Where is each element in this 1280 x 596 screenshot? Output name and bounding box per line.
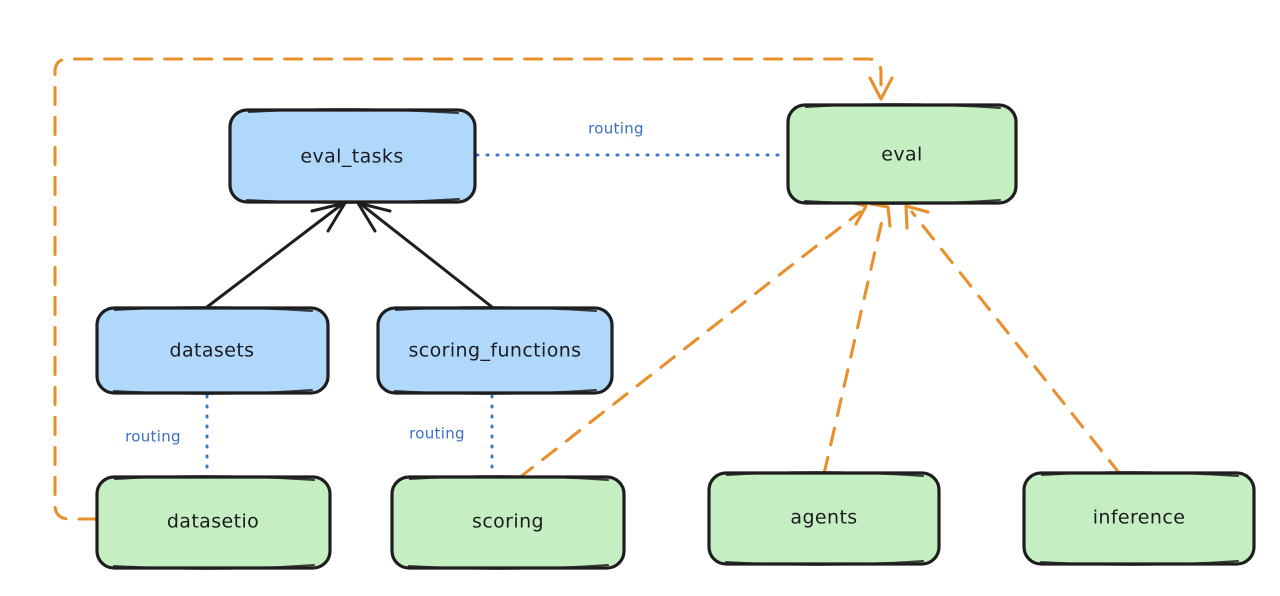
edge-inference-eval <box>904 204 1122 476</box>
node-label-scoring_functions: scoring_functions <box>409 340 582 362</box>
node-label-scoring: scoring <box>472 511 544 533</box>
node-eval_tasks[interactable]: eval_tasks <box>228 108 477 204</box>
node-label-agents: agents <box>790 507 857 529</box>
node-label-eval_tasks: eval_tasks <box>300 146 403 168</box>
edge-label-routing-scoring-functions: routing <box>409 425 465 443</box>
node-scoring_functions[interactable]: scoring_functions <box>376 306 614 395</box>
node-scoring[interactable]: scoring <box>390 475 626 570</box>
node-eval[interactable]: eval <box>786 103 1018 205</box>
node-datasets[interactable]: datasets <box>95 306 330 395</box>
node-label-datasets: datasets <box>170 340 255 362</box>
node-datasetio[interactable]: datasetio <box>95 475 332 570</box>
edge-agents-eval <box>822 202 892 476</box>
node-label-eval: eval <box>881 144 922 166</box>
node-label-inference: inference <box>1093 507 1186 529</box>
node-inference[interactable]: inference <box>1022 471 1256 566</box>
edge-scoring_functions-scoring: routing <box>409 394 494 476</box>
edge-datasetio-eval <box>53 57 894 521</box>
edge-label-routing-eval-tasks: routing <box>588 120 644 138</box>
edge-eval_tasks-eval: routing <box>475 120 788 157</box>
node-agents[interactable]: agents <box>707 471 941 566</box>
edge-label-routing-datasets: routing <box>125 428 181 446</box>
edge-scoring_functions-eval_tasks <box>356 201 494 309</box>
edge-datasets-eval_tasks <box>205 201 347 309</box>
edge-datasets-datasetio: routing <box>125 394 209 476</box>
node-label-datasetio: datasetio <box>167 511 259 533</box>
